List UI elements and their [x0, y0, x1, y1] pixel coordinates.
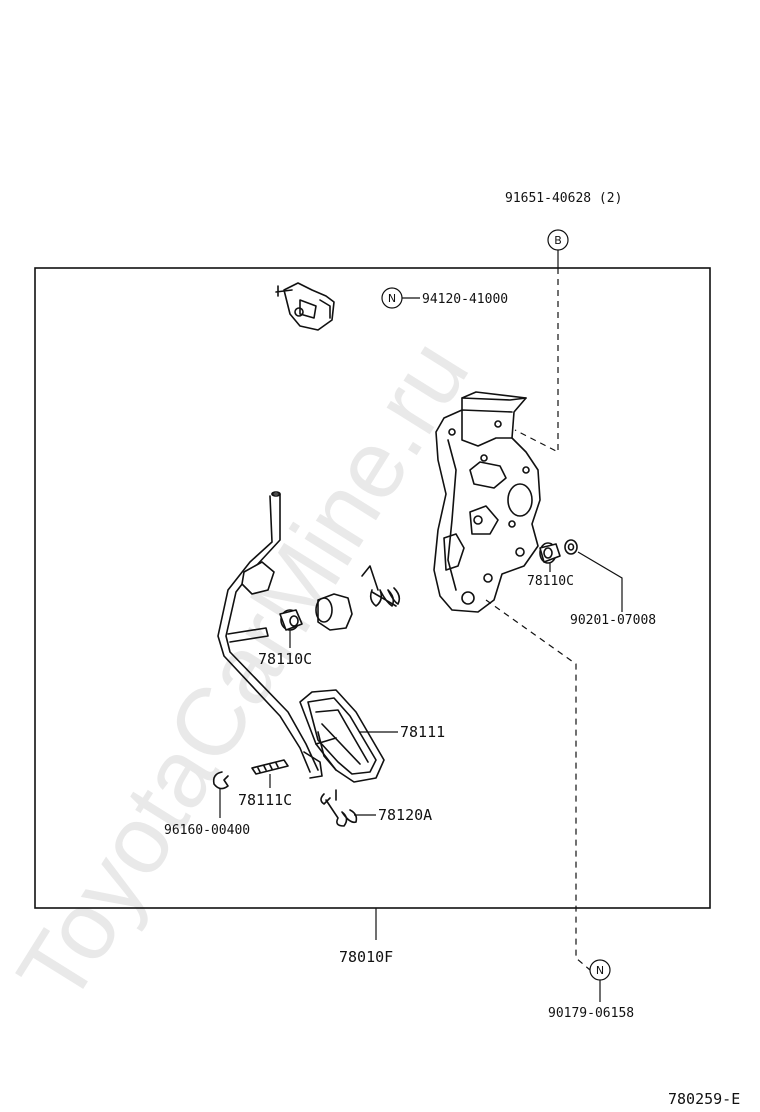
pedal-assy-part-number: 78010F — [339, 948, 393, 966]
assembly-frame — [34, 267, 711, 909]
pin-part-number: 78111C — [238, 791, 292, 809]
clip-part-number: 96160-00400 — [164, 823, 250, 838]
nut-dashed-line — [485, 599, 591, 971]
torsion-spring-drawing — [361, 565, 401, 607]
washer-part-number: 90201-07008 — [570, 613, 656, 628]
pedal-pad-drawing — [299, 689, 385, 783]
pedal-bracket-drawing — [433, 391, 541, 613]
washer-drawing — [564, 539, 578, 555]
svg-text:B: B — [554, 234, 562, 247]
bolt-dashed-line — [514, 268, 559, 453]
sensor-part-drawing — [275, 282, 335, 331]
svg-text:N: N — [596, 964, 604, 977]
pin-drawing — [251, 759, 289, 775]
bracket-part-number: 94120-41000 — [422, 292, 508, 307]
clip-drawing — [212, 771, 229, 790]
pedal-arm-drawing — [217, 491, 323, 779]
bushing-right-drawing — [539, 542, 561, 564]
bushing-left-drawing — [279, 609, 303, 631]
nut-part-number: 90179-06158 — [548, 1006, 634, 1021]
pedal-pad-part-number: 78111 — [400, 723, 445, 741]
diagram-id: 780259-E — [668, 1090, 740, 1108]
spring-part-number: 78120A — [378, 806, 432, 824]
bracket-marker-n: N — [381, 287, 403, 309]
bushing-right-part-number: 78110C — [527, 574, 574, 589]
watermark: ToyotaCarMine.ru — [0, 322, 489, 1021]
collar-drawing — [315, 593, 353, 631]
bolt-marker-b: B — [547, 229, 569, 251]
bushing-left-part-number: 78110C — [258, 650, 312, 668]
washer-leader — [577, 551, 623, 612]
bolt-part-number: 91651-40628 (2) — [505, 191, 622, 206]
return-spring-drawing — [320, 789, 358, 827]
nut-marker-n: N — [589, 959, 611, 981]
svg-text:N: N — [388, 292, 396, 305]
